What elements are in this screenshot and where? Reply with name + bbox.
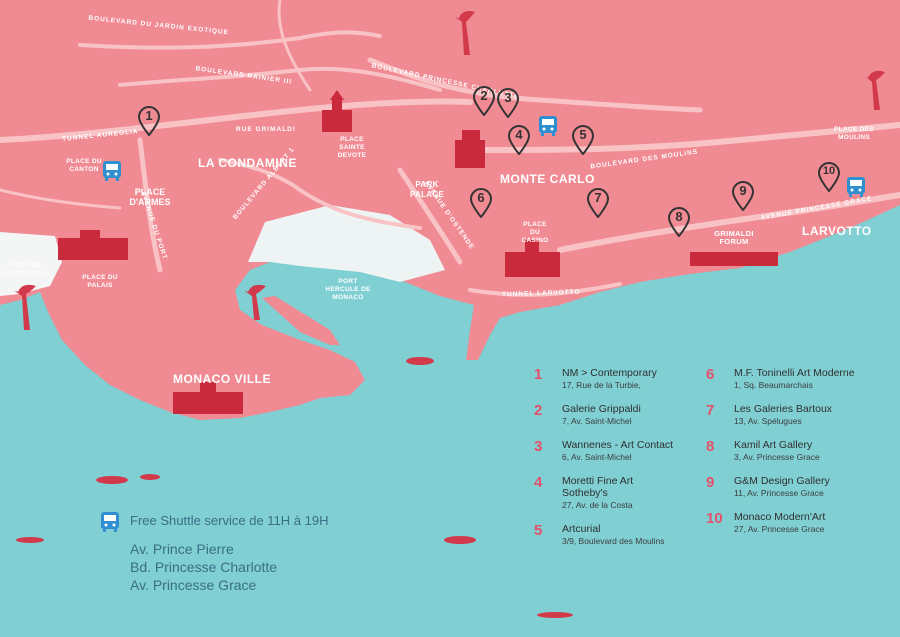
legend-number: 5 <box>534 522 543 539</box>
landmark-casino-icon <box>505 240 560 277</box>
shuttle-stop: Av. Princesse Grace <box>130 577 257 593</box>
legend-number: 9 <box>706 474 715 491</box>
label-place-darmes: PLACE D'ARMES <box>129 187 171 207</box>
map-pin-9[interactable]: 9 <box>731 180 755 212</box>
label-place-sainte-devote: PLACE SAINTE DEVOTE <box>337 136 367 159</box>
label-place-du-palais: PLACE DU PALAIS <box>82 274 118 289</box>
label-place-du-casino: PLACE DU CASINO <box>521 221 549 244</box>
shuttle-stop: Av. Prince Pierre <box>130 541 234 557</box>
legend-number: 8 <box>706 438 715 455</box>
gallery-name: Moretti Fine Art <box>562 475 634 487</box>
gallery-address: 11, Av. Princesse Grace <box>734 488 824 498</box>
map-pin-10[interactable]: 10 <box>817 161 841 193</box>
gallery-name: Monaco Modern'Art <box>734 511 826 523</box>
map-pin-5[interactable]: 5 <box>571 124 595 156</box>
pin-marker-icon <box>667 206 691 238</box>
gallery-name: Kamil Art Gallery <box>734 439 813 451</box>
gallery-name-line2: Sotheby's <box>562 487 608 499</box>
pin-marker-icon <box>571 124 595 156</box>
label-grimaldi-forum: GRIMALDI FORUM <box>714 229 754 246</box>
gallery-legend: 1 NM > Contemporary 17, Rue de la Turbie… <box>534 366 894 556</box>
pin-number: 3 <box>504 90 512 105</box>
label-port-hercule: PORT HERCULE DE MONACO <box>325 278 371 301</box>
sea-rocks <box>16 357 573 618</box>
pin-number: 5 <box>579 127 587 142</box>
shuttle-title: Free Shuttle service de 11H à 19H <box>130 513 329 528</box>
district-monaco-ville: MONACO VILLE <box>173 372 271 386</box>
pin-number: 2 <box>480 88 488 103</box>
map-pin-7[interactable]: 7 <box>586 187 610 219</box>
bus-stop-icon[interactable] <box>102 160 122 182</box>
pin-number: 7 <box>594 190 602 205</box>
district-larvotto: LARVOTTO <box>802 224 872 238</box>
gallery-address: 27, Av. Princesse Grace <box>734 524 825 534</box>
land-mainland <box>0 0 900 420</box>
landmark-tower-icon <box>455 130 485 168</box>
gallery-address: 1, Sq. Beaumarchais <box>734 380 813 390</box>
pin-marker-icon <box>731 180 755 212</box>
pin-number: 10 <box>822 165 836 177</box>
legend-number: 7 <box>706 402 715 419</box>
gallery-address: 13, Av. Spélugues <box>734 416 802 426</box>
gallery-name: Wannenes - Art Contact <box>562 439 674 451</box>
harbour-fontvieille <box>0 232 62 296</box>
pin-marker-icon <box>137 105 161 137</box>
gallery-address: 17, Rue de la Turbie, <box>562 380 641 390</box>
district-la-condamine: LA CONDAMINE <box>198 156 297 170</box>
gallery-name: G&M Design Gallery <box>734 475 830 487</box>
pin-number: 8 <box>675 209 683 224</box>
pier <box>262 296 340 345</box>
gallery-address: 7, Av. Saint-Michel <box>562 416 632 426</box>
landmark-church-sainte-devote-icon <box>322 90 352 132</box>
pin-marker-icon <box>507 124 531 156</box>
palm-tree-icon <box>14 11 885 330</box>
map-pin-1[interactable]: 1 <box>137 105 161 137</box>
shuttle-stop: Bd. Princesse Charlotte <box>130 559 278 575</box>
pin-marker-icon <box>496 87 520 119</box>
landmarks <box>58 90 778 414</box>
gallery-name: M.F. Toninelli Art Moderne <box>734 367 855 379</box>
gallery-name: Artcurial <box>562 523 601 535</box>
gallery-name: Galerie Grippaldi <box>562 403 641 415</box>
landmark-palace-icon <box>58 230 128 260</box>
legend-number: 10 <box>706 510 723 527</box>
pin-number: 4 <box>515 127 523 142</box>
label-place-des-moulins: PLACE DES MOULINS <box>834 126 874 141</box>
road-rue-grimaldi: RUE GRIMALDI <box>236 126 296 133</box>
map-pin-2[interactable]: 2 <box>472 85 496 117</box>
pin-marker-icon <box>586 187 610 219</box>
gallery-address: 27, Av. de la Costa <box>562 500 633 510</box>
district-monte-carlo: MONTE CARLO <box>500 172 595 186</box>
legend-number: 4 <box>534 474 543 491</box>
label-port-de-fontvieille: PORT DE FONTVIEILLE <box>4 262 50 277</box>
landmark-cathedral-icon <box>173 382 243 414</box>
label-place-du-canton: PLACE DU CANTON <box>66 158 102 173</box>
bus-icon <box>101 512 119 532</box>
landmark-grimaldi-forum-icon <box>690 252 778 266</box>
pin-marker-icon <box>472 85 496 117</box>
bus-stop-icon[interactable] <box>846 176 866 198</box>
map-pin-8[interactable]: 8 <box>667 206 691 238</box>
gallery-name: Les Galeries Bartoux <box>734 403 833 415</box>
pin-marker-icon <box>469 187 493 219</box>
pin-number: 9 <box>739 183 747 198</box>
legend-number: 6 <box>706 366 715 383</box>
map-pin-3[interactable]: 3 <box>496 87 520 119</box>
gallery-address: 6, Av. Saint-Michel <box>562 452 632 462</box>
legend-number: 3 <box>534 438 543 455</box>
map-pin-4[interactable]: 4 <box>507 124 531 156</box>
roads <box>0 0 900 297</box>
legend-number: 2 <box>534 402 543 419</box>
pin-number: 1 <box>145 108 153 123</box>
pin-number: 6 <box>477 190 485 205</box>
gallery-name: NM > Contemporary <box>562 367 657 379</box>
pin-marker-icon <box>817 161 841 193</box>
label-park-palace: PARK PALACE <box>410 180 445 199</box>
gallery-address: 3/9, Boulevard des Moulins <box>562 536 665 546</box>
legend-number: 1 <box>534 366 543 383</box>
bus-stop-icon[interactable] <box>538 115 558 137</box>
map-pin-6[interactable]: 6 <box>469 187 493 219</box>
gallery-address: 3, Av. Princesse Grace <box>734 452 820 462</box>
